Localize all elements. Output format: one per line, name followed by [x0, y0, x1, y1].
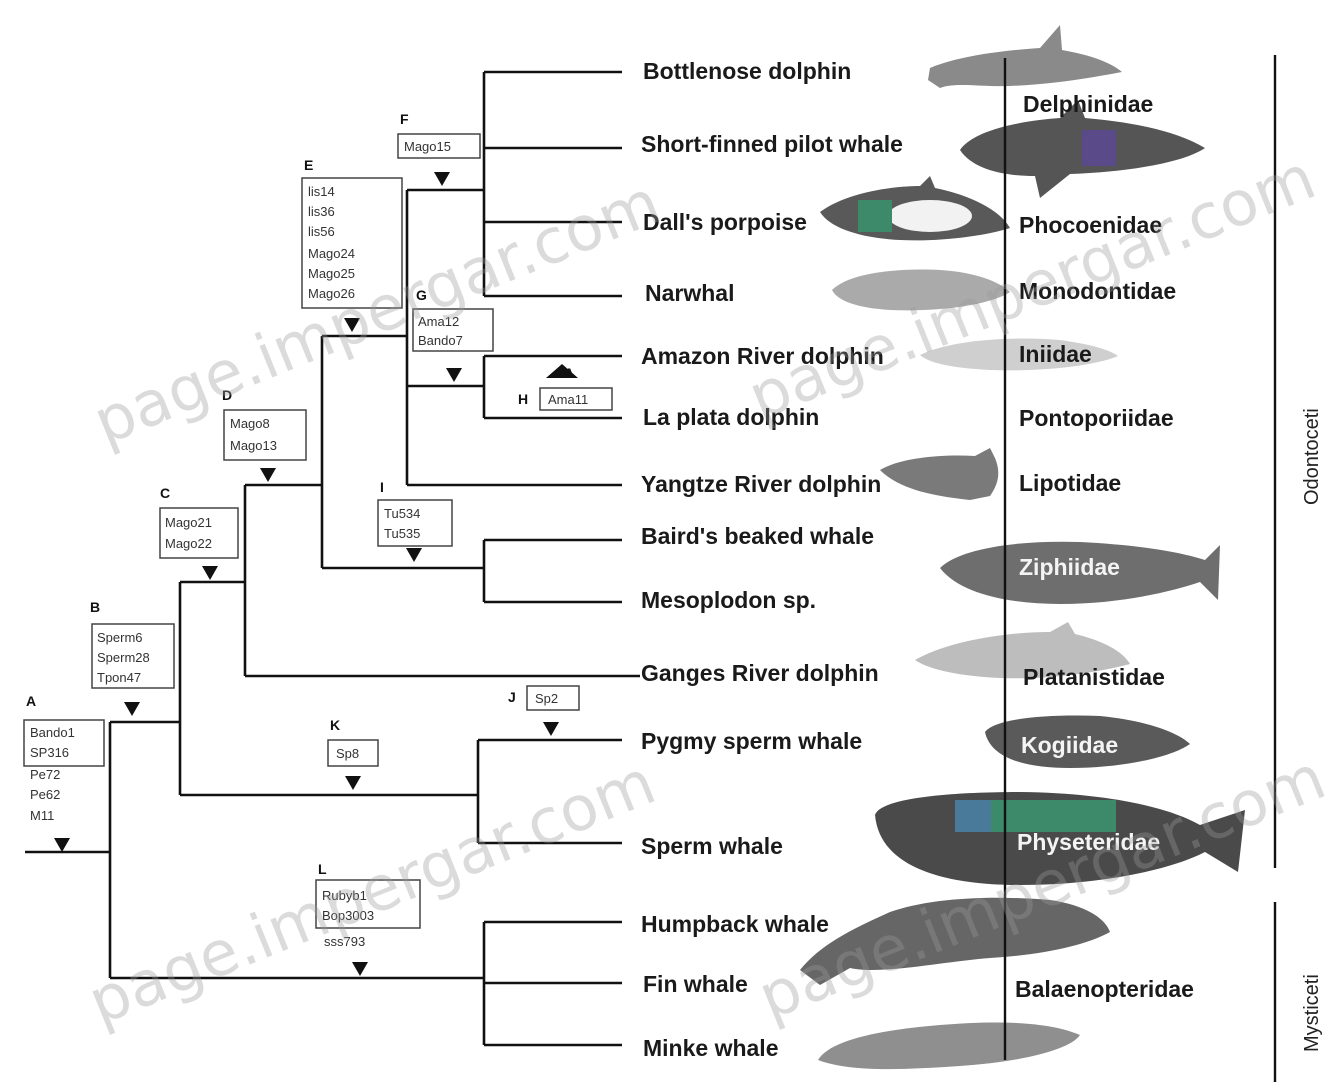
minke-whale-illustration [818, 1022, 1080, 1069]
suborder-label-mysticeti: Mysticeti [1301, 974, 1323, 1052]
node-letter-b: B [90, 599, 100, 615]
species-label-narwhal: Narwhal [645, 280, 734, 306]
family-label-balaenopteridae: Balaenopteridae [1015, 976, 1194, 1002]
species-label-bairds-beaked-whale: Baird's beaked whale [641, 523, 874, 549]
node-letter-e: E [304, 157, 313, 173]
marker-label: SP316 [30, 745, 69, 760]
marker-label: Sp2 [535, 691, 558, 706]
suborder-label-odontoceti: Odontoceti [1301, 408, 1323, 505]
species-label-ganges-river-dolphin: Ganges River dolphin [641, 660, 879, 686]
dalls-porpoise-highlight [858, 200, 892, 232]
family-label-iniidae: Iniidae [1019, 341, 1092, 367]
watermark-text: page.impergar.com [738, 140, 1325, 434]
marker-label: Pe62 [30, 787, 60, 802]
dalls-porpoise-white-patch [888, 200, 972, 232]
species-label-humpback-whale: Humpback whale [641, 911, 829, 937]
node-letter-k: K [330, 717, 340, 733]
marker-label: Mago15 [404, 139, 451, 154]
marker-label: lis36 [308, 204, 335, 219]
marker-label: Ama11 [548, 392, 588, 407]
marker-label: Mago25 [308, 266, 355, 281]
species-label-pygmy-sperm-whale: Pygmy sperm whale [641, 728, 862, 754]
species-label-minke-whale: Minke whale [643, 1035, 778, 1061]
node-letter-a-amazon: A [564, 365, 574, 381]
marker-label: Sperm6 [97, 630, 143, 645]
marker-label: Mago8 [230, 416, 270, 431]
node-letter-i: I [380, 479, 384, 495]
sperm-whale-highlight-blue [955, 800, 991, 832]
yangtze-dolphin-illustration [880, 448, 998, 500]
node-letter-a: A [26, 693, 36, 709]
species-label-fin-whale: Fin whale [643, 971, 748, 997]
marker-label: Tu534 [384, 506, 420, 521]
marker-label: Sp8 [336, 746, 359, 761]
node-letter-c: C [160, 485, 170, 501]
marker-label: Pe72 [30, 767, 60, 782]
family-label-pontoporiidae: Pontoporiidae [1019, 405, 1174, 431]
family-label-lipotidae: Lipotidae [1019, 470, 1121, 496]
marker-label: lis14 [308, 184, 335, 199]
family-label-platanistidae: Platanistidae [1023, 664, 1165, 690]
suborder-labels: Odontoceti Mysticeti [1301, 408, 1323, 1052]
species-label-bottlenose-dolphin: Bottlenose dolphin [643, 58, 851, 84]
family-label-ziphiidae: Ziphiidae [1019, 554, 1120, 580]
marker-label: Mago13 [230, 438, 277, 453]
species-label-yangtze-river-dolphin: Yangtze River dolphin [641, 471, 881, 497]
family-label-delphinidae: Delphinidae [1023, 91, 1153, 117]
species-label-sperm-whale: Sperm whale [641, 833, 783, 859]
marker-label: Mago22 [165, 536, 212, 551]
marker-label: Tu535 [384, 526, 420, 541]
species-label-short-finned-pilot-whale: Short-finned pilot whale [641, 131, 903, 157]
marker-label: Bando7 [418, 333, 463, 348]
species-label-mesoplodon: Mesoplodon sp. [641, 587, 816, 613]
pilot-whale-highlight [1082, 130, 1116, 166]
bottlenose-dolphin-illustration [928, 25, 1122, 88]
watermark-text: page.impergar.com [78, 745, 665, 1039]
marker-label: Mago24 [308, 246, 355, 261]
marker-label: Sperm28 [97, 650, 150, 665]
marker-label: lis56 [308, 224, 335, 239]
marker-label: Mago21 [165, 515, 212, 530]
marker-label: M11 [30, 808, 54, 823]
family-label-kogiidae: Kogiidae [1021, 732, 1118, 758]
node-letter-h: H [518, 391, 528, 407]
node-letter-f: F [400, 111, 409, 127]
node-letter-j: J [508, 689, 516, 705]
marker-label: Tpon47 [97, 670, 141, 685]
marker-label: Bando1 [30, 725, 75, 740]
